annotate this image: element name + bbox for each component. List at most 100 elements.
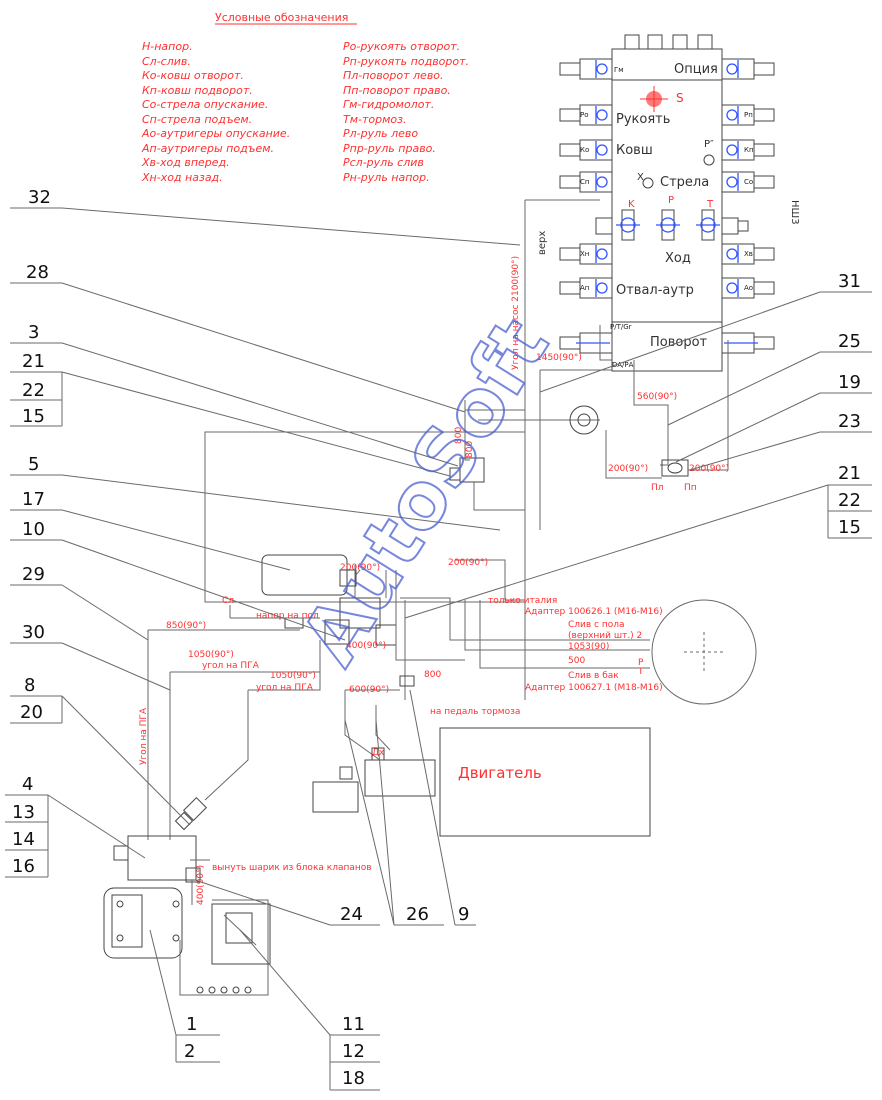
label-pump-angle: Угол на насос 2100(90°) [511,256,521,370]
label-adapter2: Адаптер 100627.1 (М18-М16) [525,683,663,693]
legend-item: Хн-ход назад. [141,171,223,184]
label-drain-floor: Слив с пола [568,620,625,630]
section-travel: Ход [665,251,691,266]
label-400b: 400(90°) [196,865,206,905]
callout-31: 31 [539,271,872,393]
port-rp: Рп [744,111,753,119]
svg-text:13: 13 [12,802,35,823]
port-pt: Р/Т/Gr [610,323,632,331]
svg-text:2: 2 [184,1041,195,1062]
port-ko: Ко [580,146,589,154]
legend-item: Н-напор. [142,40,193,53]
port-kp: Кп [744,146,754,154]
section-arm: Рукоять [616,112,670,127]
port-ao: Ао [744,284,753,292]
svg-text:15: 15 [838,517,861,538]
label-t: Т [637,667,644,677]
valve-cluster-10 [339,597,381,629]
right-fittings [721,58,775,354]
legend-item: Пл-поворот лево. [343,69,444,82]
section-boom: Стрела [660,175,709,190]
callout-10: 10 [10,519,346,641]
label-850: 850(90°) [166,621,206,631]
kpt-fittings [595,209,749,241]
legend-item: Рпр-руль право. [343,142,436,155]
label-pressure-floor: напор на пол [256,611,319,621]
label-200b: 200(90°) [689,464,729,474]
legend-item: Ро-рукоять отворот. [343,40,460,53]
label-200d: 200(90°) [340,563,380,573]
tank-17 [261,554,348,596]
callout-26: 26 [344,719,444,926]
svg-text:17: 17 [22,489,45,510]
callout-28: 28 [10,262,466,413]
label-800c: 800 [424,670,441,680]
callout-21-22-15-right: 21 22 15 [404,463,872,619]
callout-1-2: 1 2 [149,929,220,1063]
legend-item: Ао-аутригеры опускание. [141,127,290,140]
svg-text:4: 4 [22,774,33,795]
label-800a: 800 [454,427,464,444]
legend-item: Ко-ковш отворот. [142,69,244,82]
callout-30: 30 [10,622,171,691]
svg-text:21: 21 [22,351,45,372]
label-sl: Сл [222,596,234,606]
mark-x: X [637,172,644,183]
port-sp: Сп [580,178,589,186]
svg-text:30: 30 [22,622,45,643]
svg-text:31: 31 [838,271,861,292]
label-pl: Пл [651,483,664,493]
svg-text:32: 32 [28,187,51,208]
label-1050b: 1050(90°) [270,671,316,681]
mark-top: верх [537,231,548,255]
legend-item: Сп-стрела подъем. [142,113,252,126]
svg-text:25: 25 [838,331,861,352]
mark-side: НШ3 [789,200,800,225]
callout-9: 9 [409,689,476,926]
legend-col2: Ро-рукоять отворот. Рп-рукоять подворот.… [343,40,469,184]
label-500: 500 [568,656,585,666]
callout-23: 23 [689,411,872,471]
svg-text:23: 23 [838,411,861,432]
port-hv: Хв [744,250,753,258]
label-400: 400(90°) [346,641,386,651]
port-ro: Ро [580,111,589,119]
legend-item: Гм-гидромолот. [343,98,434,111]
section-blade-outrigger: Отвал-аутр [616,283,694,298]
svg-text:9: 9 [458,904,469,925]
label-brake-pedal: на педаль тормоза [430,707,520,717]
pressure-gauge-icon [569,405,599,435]
label-1050a: 1050(90°) [188,650,234,660]
label-560: 560(90°) [637,392,677,402]
section-option: Опция [674,62,718,77]
port-hn: Хн [580,250,589,258]
label-200c: 200(90°) [448,558,488,568]
legend-title: Условные обозначения [215,11,348,24]
pump-block [364,759,436,797]
hydraulic-tank [651,599,757,705]
valve-block: Опция Рукоять Ковш Стрела Ход Отвал-аутр… [537,34,800,372]
label-p: Р [638,658,644,668]
svg-text:29: 29 [22,564,45,585]
legend-item: Рсл-руль слив [343,156,424,169]
legend: Условные обозначения Н-напор. Сл-слив. К… [141,11,469,184]
port-da: DA/РА [612,361,634,369]
label-pga2: угол на ПГА [256,683,314,693]
callouts: 32 28 3 21 22 15 5 [5,187,872,1091]
svg-text:16: 16 [12,856,35,877]
mark-s: S [676,91,684,105]
svg-text:22: 22 [838,490,861,511]
legend-item: Тм-тормоз. [343,113,406,126]
callout-4-13-14-16: 4 13 14 16 [5,774,146,878]
svg-text:8: 8 [24,675,35,696]
label-1450: 1450(90°) [536,353,582,363]
legend-item: Со-стрела опускание. [142,98,268,111]
mark-pt: P″ [704,139,714,150]
label-200a: 200(90°) [608,464,648,474]
annotations: Угол на насос 2100(90°) 1450(90°) 560(90… [139,256,729,905]
svg-text:28: 28 [26,262,49,283]
port-so: Со [744,178,753,186]
label-upper-pc: (верхний шт.) 2 [568,631,642,641]
legend-item: Рн-руль напор. [343,171,430,184]
legend-item: Хв-ход вперед. [141,156,230,169]
